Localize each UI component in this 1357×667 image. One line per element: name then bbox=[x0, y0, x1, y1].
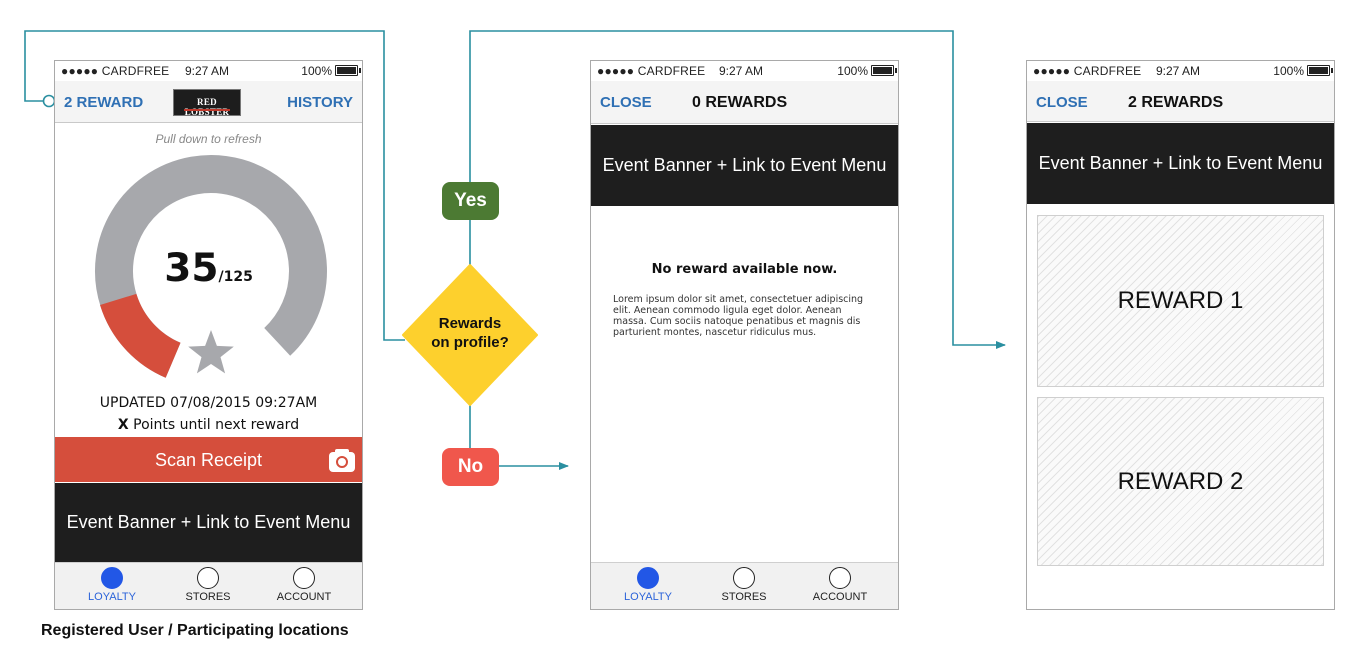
screen-rewards-list: ●●●●● CARDFREE 9:27 AM 100% CLOSE 2 REWA… bbox=[1026, 60, 1335, 610]
rewards-count-title: 2 REWARDS bbox=[1128, 94, 1224, 111]
battery-icon bbox=[1307, 65, 1333, 76]
reward-card[interactable]: REWARD 2 bbox=[1037, 397, 1324, 566]
stores-icon bbox=[197, 567, 219, 589]
decision-diamond bbox=[402, 264, 538, 406]
rewards-button[interactable]: 2 REWARD bbox=[64, 94, 144, 111]
pull-to-refresh-hint: Pull down to refresh bbox=[155, 132, 262, 146]
yes-label: Yes bbox=[442, 182, 499, 220]
decision-label-line1: Rewards bbox=[438, 315, 502, 332]
points-until-value: X bbox=[117, 417, 129, 433]
clock-label: 9:27 AM bbox=[719, 64, 764, 78]
close-button[interactable]: CLOSE bbox=[600, 94, 652, 111]
clock-label: 9:27 AM bbox=[185, 64, 230, 78]
star-icon bbox=[188, 330, 234, 374]
camera-icon bbox=[329, 449, 355, 472]
tab-label: LOYALTY bbox=[624, 591, 672, 603]
status-bar: ●●●●● CARDFREE 9:27 AM 100% bbox=[591, 61, 898, 81]
tab-label: STORES bbox=[185, 591, 231, 603]
points-ring bbox=[95, 155, 327, 378]
event-banner[interactable]: Event Banner + Link to Event Menu bbox=[591, 125, 898, 206]
clock-label: 9:27 AM bbox=[1156, 64, 1201, 78]
status-bar: ●●●●● CARDFREE 9:27 AM 100% bbox=[55, 61, 362, 81]
decision-label: Rewards on profile? bbox=[420, 314, 520, 352]
event-banner[interactable]: Event Banner + Link to Event Menu bbox=[1027, 123, 1334, 204]
tab-stores[interactable]: STORES bbox=[704, 567, 784, 603]
history-button[interactable]: HISTORY bbox=[287, 94, 353, 111]
tab-loyalty[interactable]: LOYALTY bbox=[72, 567, 152, 603]
nav-bar: 2 REWARD RED LOBSTER HISTORY bbox=[55, 81, 362, 123]
account-icon bbox=[829, 567, 851, 589]
points-current: 35 bbox=[164, 246, 219, 291]
carrier-label: ●●●●● CARDFREE bbox=[597, 64, 706, 78]
points-until-text: Points until next reward bbox=[128, 417, 300, 433]
carrier-label: ●●●●● CARDFREE bbox=[61, 64, 170, 78]
tab-bar: LOYALTY STORES ACCOUNT bbox=[55, 562, 362, 609]
no-label: No bbox=[442, 448, 499, 486]
status-bar: ●●●●● CARDFREE 9:27 AM 100% bbox=[1027, 61, 1334, 81]
screen-loyalty: ●●●●● CARDFREE 9:27 AM 100% 2 REWARD RED… bbox=[54, 60, 363, 610]
tab-account[interactable]: ACCOUNT bbox=[264, 567, 344, 603]
screen-no-rewards: ●●●●● CARDFREE 9:27 AM 100% CLOSE 0 REWA… bbox=[590, 60, 899, 610]
updated-timestamp: UPDATED 07/08/2015 09:27AM bbox=[99, 395, 318, 411]
tab-label: ACCOUNT bbox=[276, 591, 332, 603]
tab-loyalty[interactable]: LOYALTY bbox=[608, 567, 688, 603]
scan-receipt-label: Scan Receipt bbox=[154, 450, 263, 470]
scan-receipt-button[interactable]: Scan Receipt bbox=[55, 437, 362, 482]
connector-endpoint bbox=[42, 94, 56, 108]
points-display: 35/125 bbox=[55, 246, 362, 291]
loyalty-icon bbox=[101, 567, 123, 589]
battery-percent: 100% bbox=[301, 64, 332, 78]
tab-label: ACCOUNT bbox=[812, 591, 868, 603]
screen1-caption: Registered User / Participating location… bbox=[41, 622, 349, 639]
stores-icon bbox=[733, 567, 755, 589]
tab-account[interactable]: ACCOUNT bbox=[800, 567, 880, 603]
account-icon bbox=[293, 567, 315, 589]
carrier-label: ●●●●● CARDFREE bbox=[1033, 64, 1142, 78]
close-button[interactable]: CLOSE bbox=[1036, 94, 1088, 111]
decision-label-line2: on profile? bbox=[431, 334, 509, 351]
tab-label: STORES bbox=[721, 591, 767, 603]
loyalty-icon bbox=[637, 567, 659, 589]
empty-state-body: Lorem ipsum dolor sit amet, consectetuer… bbox=[613, 294, 864, 338]
tab-stores[interactable]: STORES bbox=[168, 567, 248, 603]
battery-icon bbox=[335, 65, 361, 76]
reward-card[interactable]: REWARD 1 bbox=[1037, 215, 1324, 387]
nav-bar: CLOSE 2 REWARDS bbox=[1027, 81, 1334, 122]
tab-bar: LOYALTY STORES ACCOUNT bbox=[591, 562, 898, 609]
battery-percent: 100% bbox=[1273, 64, 1304, 78]
battery-icon bbox=[871, 65, 897, 76]
nav-bar: CLOSE 0 REWARDS bbox=[591, 81, 898, 124]
points-total: /125 bbox=[218, 269, 253, 285]
ring-progress bbox=[100, 293, 182, 378]
battery-percent: 100% bbox=[837, 64, 868, 78]
red-lobster-logo: RED LOBSTER bbox=[173, 89, 241, 117]
logo-text: RED LOBSTER bbox=[184, 97, 230, 117]
points-until-reward: X Points until next reward bbox=[55, 417, 362, 433]
rewards-count-title: 0 REWARDS bbox=[692, 94, 788, 111]
connector-yes-branch bbox=[469, 30, 1006, 349]
empty-state-heading: No reward available now. bbox=[651, 262, 838, 277]
event-banner[interactable]: Event Banner + Link to Event Menu bbox=[55, 483, 362, 562]
connector-decision-to-screen1 bbox=[24, 30, 405, 341]
tab-label: LOYALTY bbox=[88, 591, 136, 603]
